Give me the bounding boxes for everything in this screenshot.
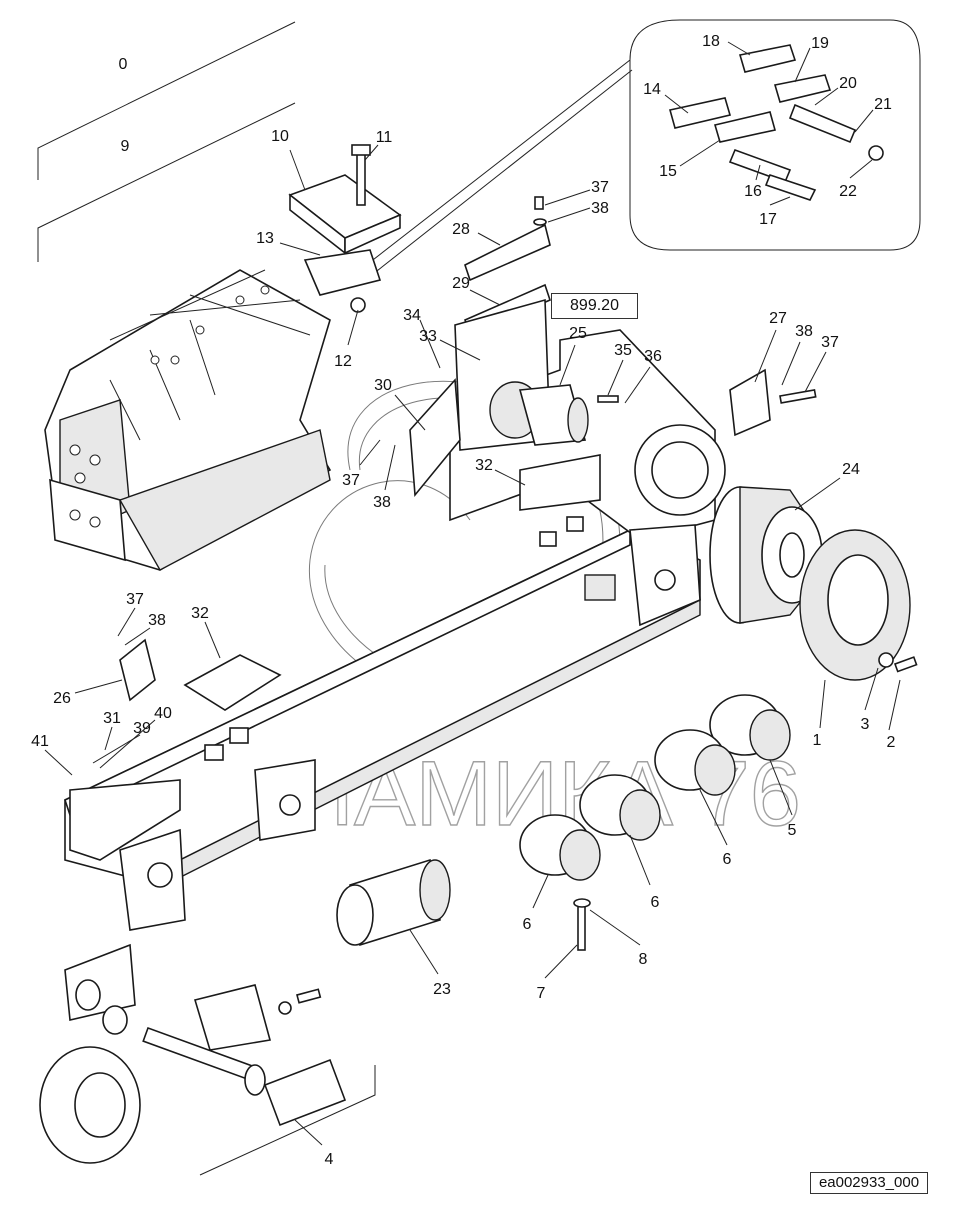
plate-28 bbox=[464, 223, 551, 282]
callout-6a: 6 bbox=[723, 851, 732, 868]
callout-22: 22 bbox=[839, 183, 857, 200]
callout-18: 18 bbox=[702, 33, 720, 50]
callout-10: 10 bbox=[271, 128, 289, 145]
callout-26: 26 bbox=[53, 690, 71, 707]
callout-38d: 38 bbox=[148, 612, 166, 629]
callout-6b: 6 bbox=[651, 894, 660, 911]
final-drive bbox=[709, 486, 823, 624]
idler-assembly bbox=[39, 943, 347, 1164]
plate-30 bbox=[409, 378, 461, 498]
callout-41: 41 bbox=[31, 733, 49, 750]
callout-17: 17 bbox=[759, 211, 777, 228]
callout-37a: 37 bbox=[591, 179, 609, 196]
callout-21: 21 bbox=[874, 96, 892, 113]
callout-15: 15 bbox=[659, 163, 677, 180]
callout-19: 19 bbox=[811, 35, 829, 52]
callout-2: 2 bbox=[887, 734, 896, 751]
callout-7: 7 bbox=[537, 985, 546, 1002]
callout-20: 20 bbox=[839, 75, 857, 92]
callout-37c: 37 bbox=[342, 472, 360, 489]
callout-14: 14 bbox=[643, 81, 661, 98]
track-shoe-and-bolt bbox=[288, 144, 402, 313]
callout-0: 0 bbox=[119, 56, 128, 73]
cover-27 bbox=[729, 368, 771, 437]
callout-30: 30 bbox=[374, 377, 392, 394]
track-rollers bbox=[519, 694, 791, 881]
callout-25: 25 bbox=[569, 325, 587, 342]
inset-leader-line bbox=[359, 59, 631, 271]
drawing-id-label: ea002933_000 bbox=[810, 1172, 928, 1194]
callout-35: 35 bbox=[614, 342, 632, 359]
callout-12: 12 bbox=[334, 353, 352, 370]
callout-24: 24 bbox=[842, 461, 860, 478]
callout-36: 36 bbox=[644, 348, 662, 365]
callout-8: 8 bbox=[639, 951, 648, 968]
callout-32b: 32 bbox=[191, 605, 209, 622]
callout-38b: 38 bbox=[795, 323, 813, 340]
callout-13: 13 bbox=[256, 230, 274, 247]
callout-4: 4 bbox=[325, 1151, 334, 1168]
cover-26 bbox=[119, 638, 156, 702]
plate-32 bbox=[183, 654, 282, 711]
tension-cylinder bbox=[336, 858, 451, 947]
reference-box: 899.20 bbox=[551, 293, 638, 319]
hydraulic-motor bbox=[489, 381, 589, 446]
callout-23: 23 bbox=[433, 981, 451, 998]
callout-5: 5 bbox=[788, 822, 797, 839]
callout-9: 9 bbox=[121, 138, 130, 155]
callout-11: 11 bbox=[376, 129, 393, 146]
callout-34: 34 bbox=[403, 307, 421, 324]
callout-40: 40 bbox=[154, 705, 172, 722]
callout-27: 27 bbox=[769, 310, 787, 327]
callout-39: 39 bbox=[133, 720, 151, 737]
callout-37b: 37 bbox=[821, 334, 839, 351]
callout-37d: 37 bbox=[126, 591, 144, 608]
group-brackets bbox=[37, 21, 376, 1176]
callout-29: 29 bbox=[452, 275, 470, 292]
callout-1: 1 bbox=[813, 732, 822, 749]
callout-3: 3 bbox=[861, 716, 870, 733]
callout-28: 28 bbox=[452, 221, 470, 238]
callout-32a: 32 bbox=[475, 457, 493, 474]
callout-38c: 38 bbox=[373, 494, 391, 511]
callout-31: 31 bbox=[103, 710, 121, 727]
callout-33: 33 bbox=[419, 328, 437, 345]
callout-labels: 0 9 10 11 13 12 18 19 14 20 21 15 16 22 … bbox=[31, 33, 895, 1168]
callout-38a: 38 bbox=[591, 200, 609, 217]
detail-inset-frame bbox=[629, 19, 921, 251]
callout-6c: 6 bbox=[523, 916, 532, 933]
track-chain bbox=[44, 269, 332, 571]
drive-sprocket bbox=[799, 529, 911, 681]
callout-16: 16 bbox=[744, 183, 762, 200]
callout-leaders bbox=[44, 41, 901, 1146]
